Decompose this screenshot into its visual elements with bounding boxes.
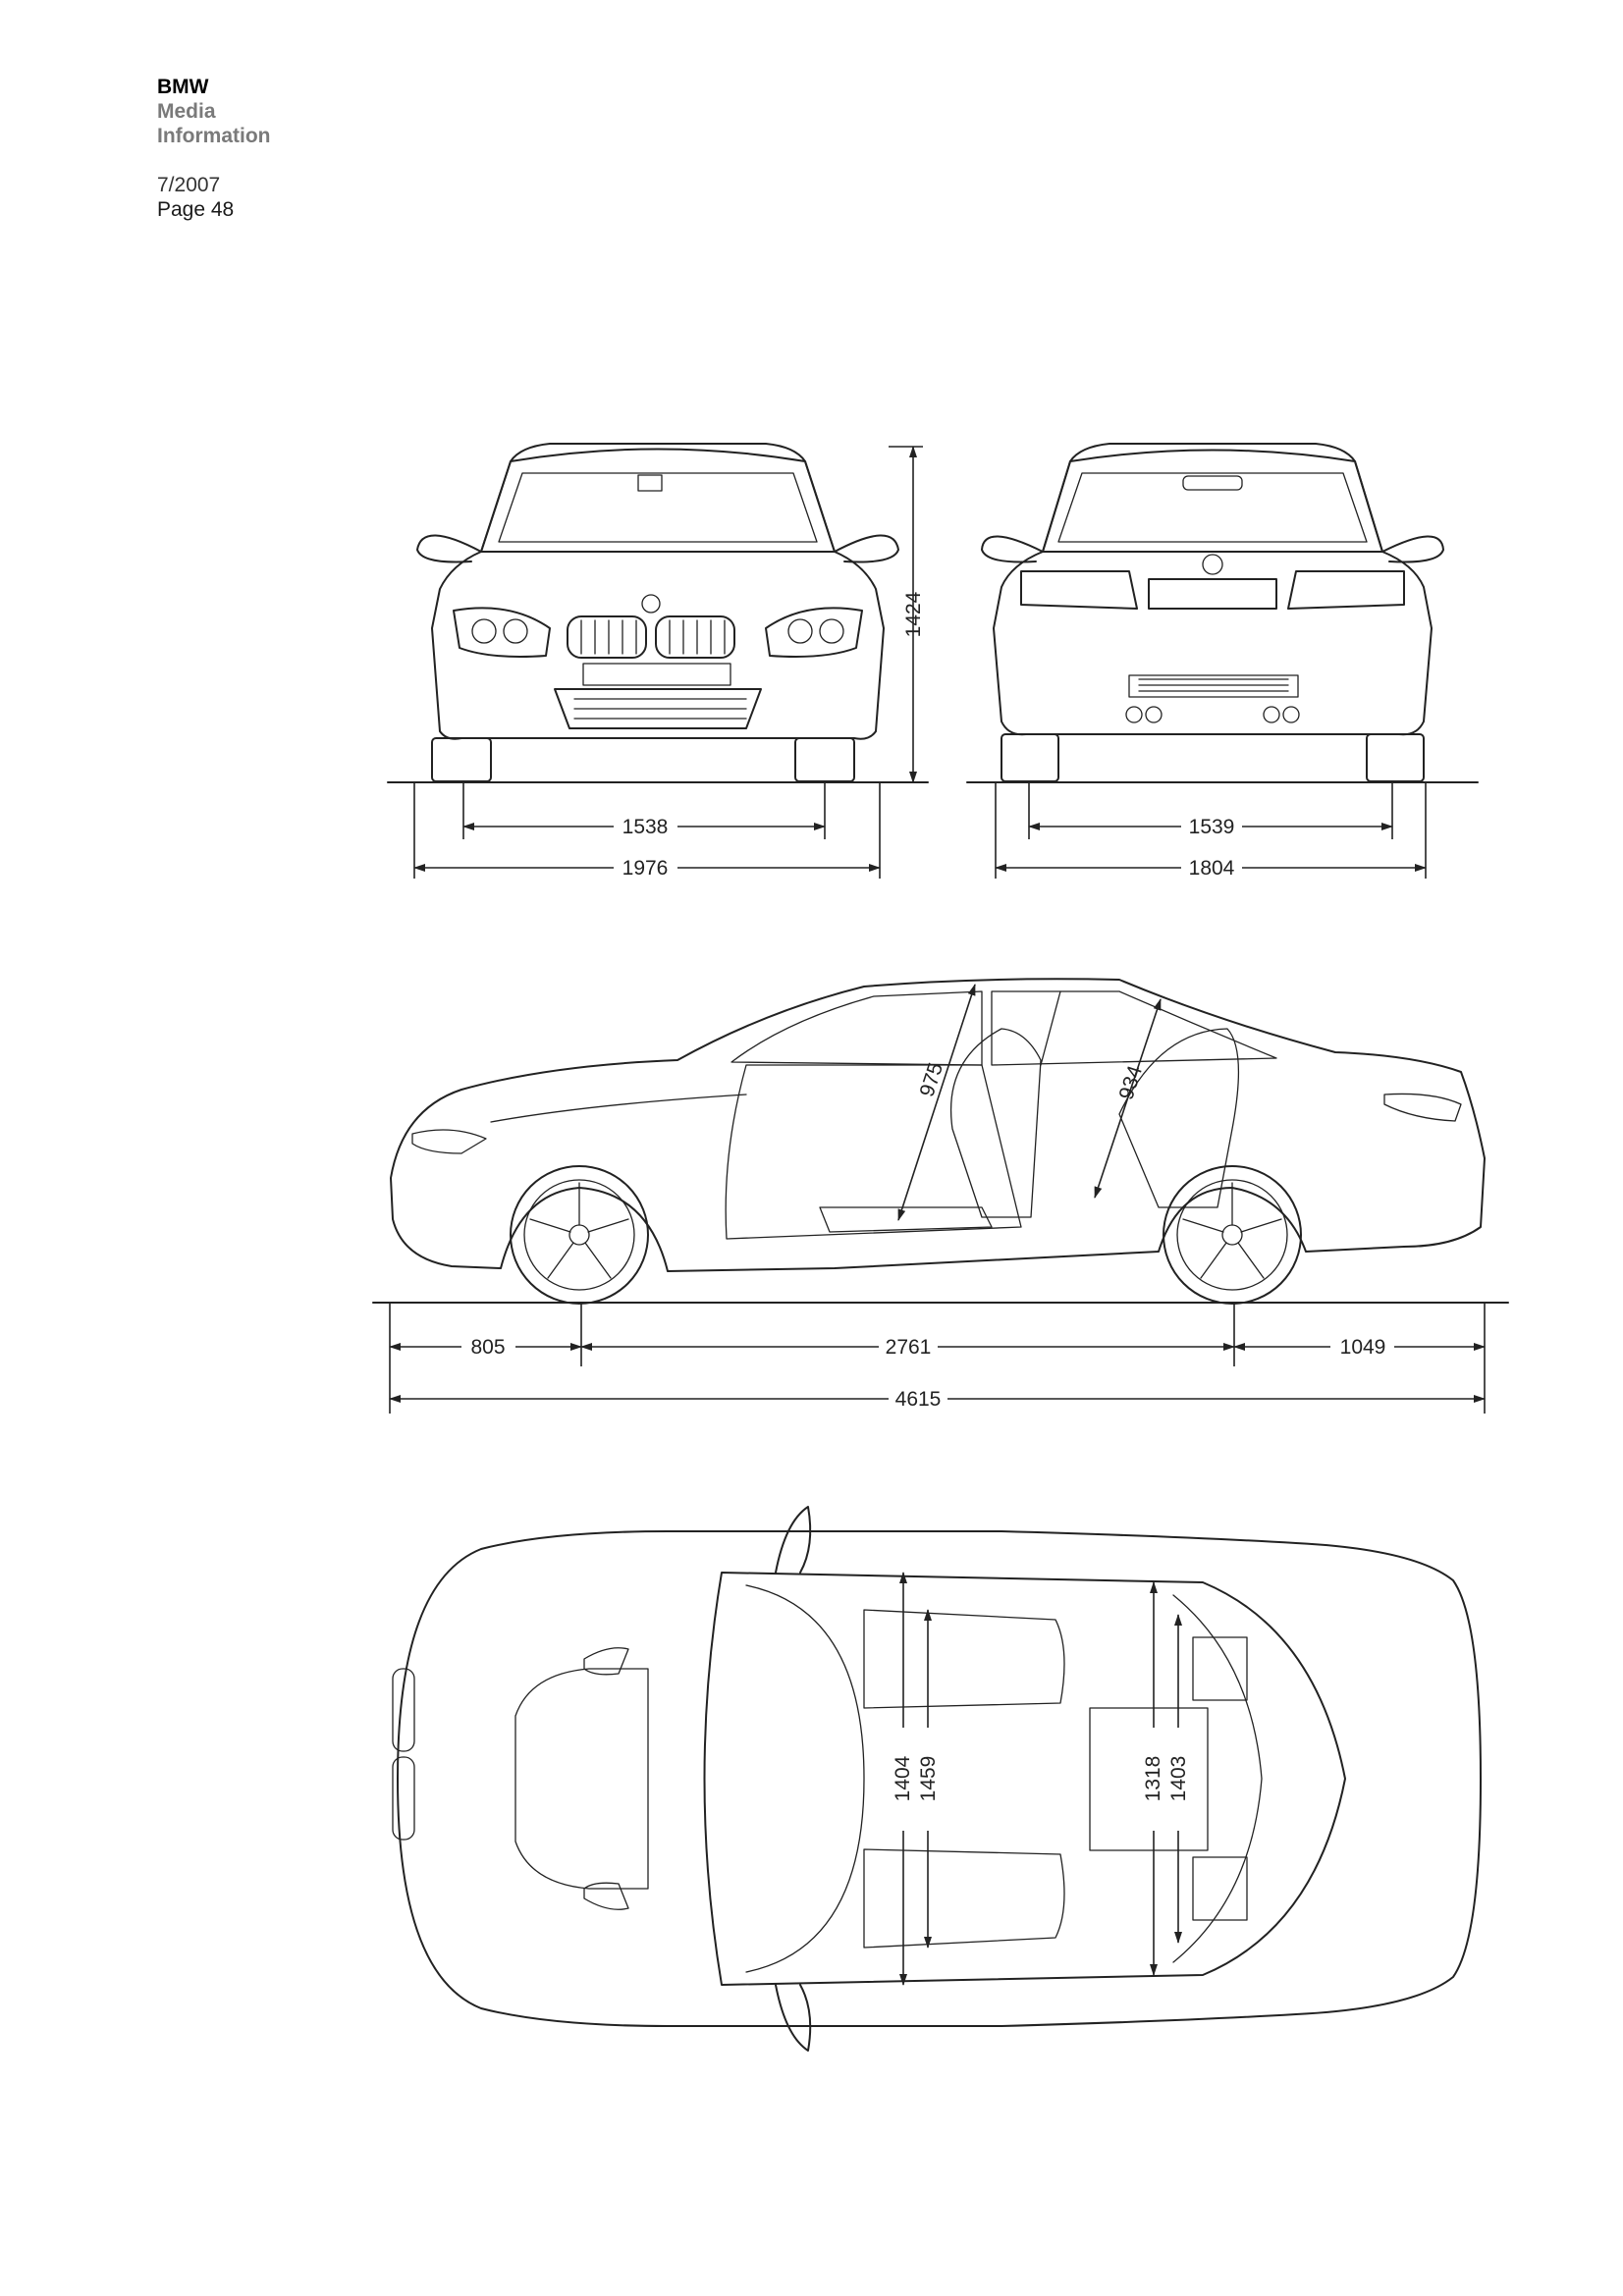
label-front-track: 1538 (622, 816, 669, 838)
label-front-headroom: 975 (915, 1060, 947, 1099)
front-view (387, 443, 929, 783)
front-rear-dimension-lines (413, 446, 1427, 879)
label-front-elbow-width: 1459 (917, 1756, 940, 1802)
label-overall-width: 1804 (1189, 857, 1235, 880)
side-view (372, 978, 1509, 1305)
header-information: Information (157, 125, 271, 147)
label-overall-length: 4615 (895, 1388, 942, 1411)
label-front-overhang: 805 (470, 1336, 505, 1359)
label-rear-headroom: 934 (1114, 1062, 1147, 1102)
label-height: 1424 (902, 591, 925, 637)
rear-view (966, 443, 1479, 783)
label-rear-elbow-width: 1403 (1167, 1756, 1190, 1802)
header-page-number: Page 48 (157, 198, 235, 221)
label-front-shoulder-width: 1404 (892, 1755, 914, 1801)
brand-name: BMW (157, 76, 209, 98)
label-rear-track: 1539 (1189, 816, 1235, 838)
side-dimension-lines (389, 1303, 1486, 1414)
top-view (392, 1506, 1482, 2052)
document-header: BMW Media Information 7/2007 Page 48 (157, 75, 271, 222)
header-date: 7/2007 (157, 174, 221, 196)
label-wheelbase: 2761 (886, 1336, 932, 1359)
label-rear-shoulder-width: 1318 (1142, 1756, 1164, 1802)
label-rear-overhang: 1049 (1340, 1336, 1386, 1359)
label-overall-width-mirrors: 1976 (622, 857, 669, 880)
header-media: Media (157, 100, 216, 123)
